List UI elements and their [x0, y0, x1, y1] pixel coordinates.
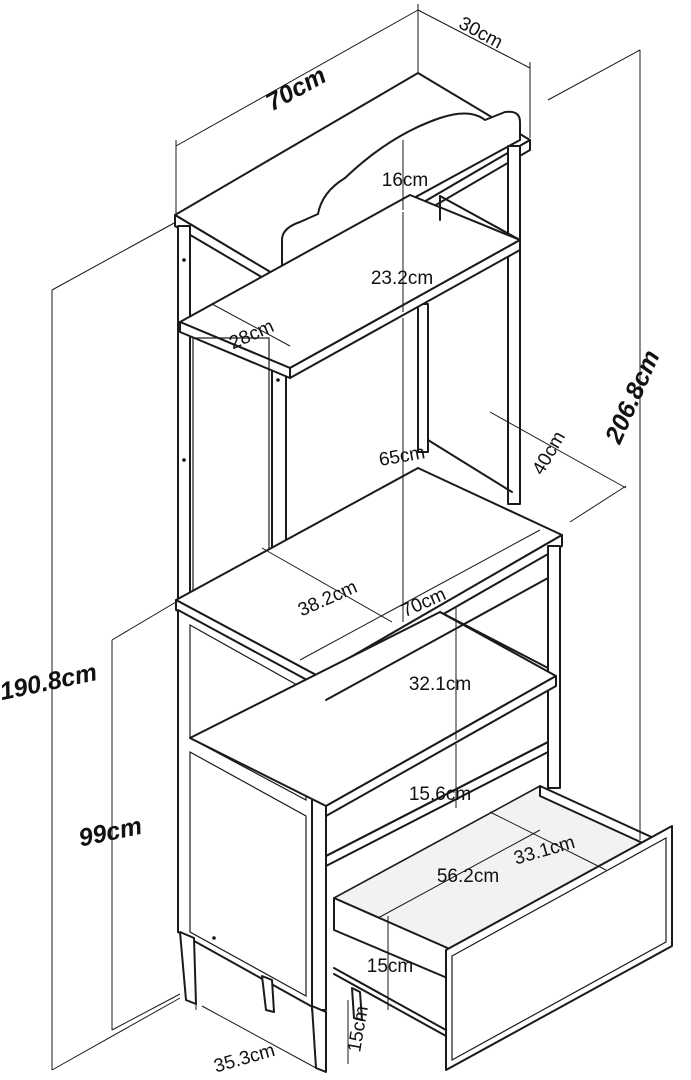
rear-post — [547, 545, 561, 789]
right-back-post — [507, 145, 521, 505]
crest-panel — [281, 110, 521, 271]
counter — [175, 467, 563, 687]
shelf-gap-label: 15.6cm — [409, 784, 471, 805]
drawer-height-label: 15cm — [367, 956, 413, 977]
top-depth-label: 30cm — [455, 13, 506, 53]
upper-height-label: 190.8cm — [0, 658, 100, 706]
top-shelf-gap-label: 23.2cm — [371, 268, 433, 289]
leg-front-right — [311, 1005, 327, 1073]
crest-height-label: 16cm — [382, 170, 428, 191]
middle-shelf-edge — [325, 675, 557, 817]
leg-back-right — [351, 987, 363, 1021]
drawer-width-label: 56.2cm — [437, 866, 499, 887]
upper-shelf-side — [289, 239, 521, 379]
left-front-post — [177, 225, 191, 607]
leg-front-left — [179, 931, 197, 1005]
hutch-gap-label: 65cm — [377, 442, 426, 471]
middle-back-post — [417, 303, 429, 453]
base-depth-label: 35.3cm — [212, 1040, 278, 1077]
leg-height-label: 15cm — [344, 1004, 373, 1053]
lower-height-label: 99cm — [76, 812, 144, 853]
leg-back — [261, 975, 275, 1013]
lower-cabinet — [177, 545, 561, 1073]
drawer-front — [445, 825, 673, 1071]
top-width-label: 70cm — [261, 61, 331, 116]
total-height-label: 206.8cm — [599, 346, 665, 448]
drawer — [333, 785, 673, 1071]
dimension-lines — [51, 4, 641, 1071]
middle-gap-label: 32.1cm — [409, 674, 471, 695]
